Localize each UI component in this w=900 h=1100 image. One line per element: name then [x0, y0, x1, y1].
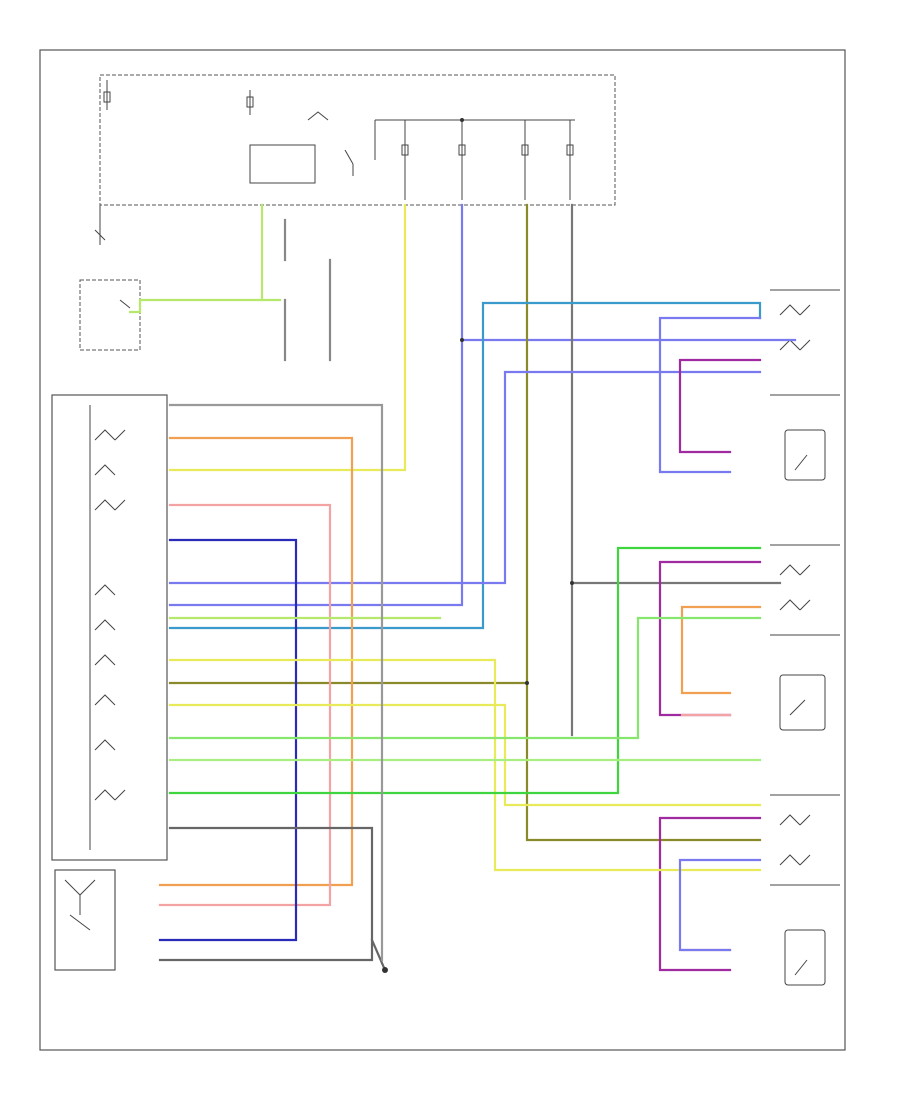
wire-dark-blue	[158, 538, 298, 942]
wire-blue-rf	[168, 370, 762, 585]
wire-gray-mid	[283, 218, 332, 362]
wire-blue-rr	[678, 858, 762, 952]
relay-box	[249, 144, 316, 184]
power-window-relay	[54, 869, 116, 971]
wire-green	[168, 546, 762, 795]
wire-light-green	[168, 616, 762, 740]
wire-purple-rf	[678, 358, 762, 454]
wire-yellow-top	[168, 203, 407, 472]
fuse-group	[103, 80, 575, 200]
right-front-switch	[770, 289, 840, 396]
wire-gray-bottom	[158, 826, 387, 972]
ignition-switch	[79, 205, 141, 351]
left-side-switch-symbols	[89, 405, 126, 850]
wire-light-green-feed	[128, 203, 264, 314]
right-rear-switch	[770, 794, 840, 886]
wire-olive-top	[525, 203, 762, 842]
fuse-box-frame	[99, 74, 616, 206]
left-rear-switch	[770, 544, 840, 636]
wire-gray-right	[570, 203, 782, 737]
wire-yellow-bottom	[168, 658, 762, 872]
right-front-motor	[784, 429, 826, 481]
wire-teal	[168, 301, 762, 630]
wire-orange	[158, 436, 354, 887]
power-window-control-unit	[51, 394, 168, 861]
diagram-border	[39, 49, 846, 1051]
left-rear-motor	[779, 674, 826, 731]
right-rear-motor	[784, 929, 826, 986]
wire-gray-cu-top	[168, 403, 384, 962]
